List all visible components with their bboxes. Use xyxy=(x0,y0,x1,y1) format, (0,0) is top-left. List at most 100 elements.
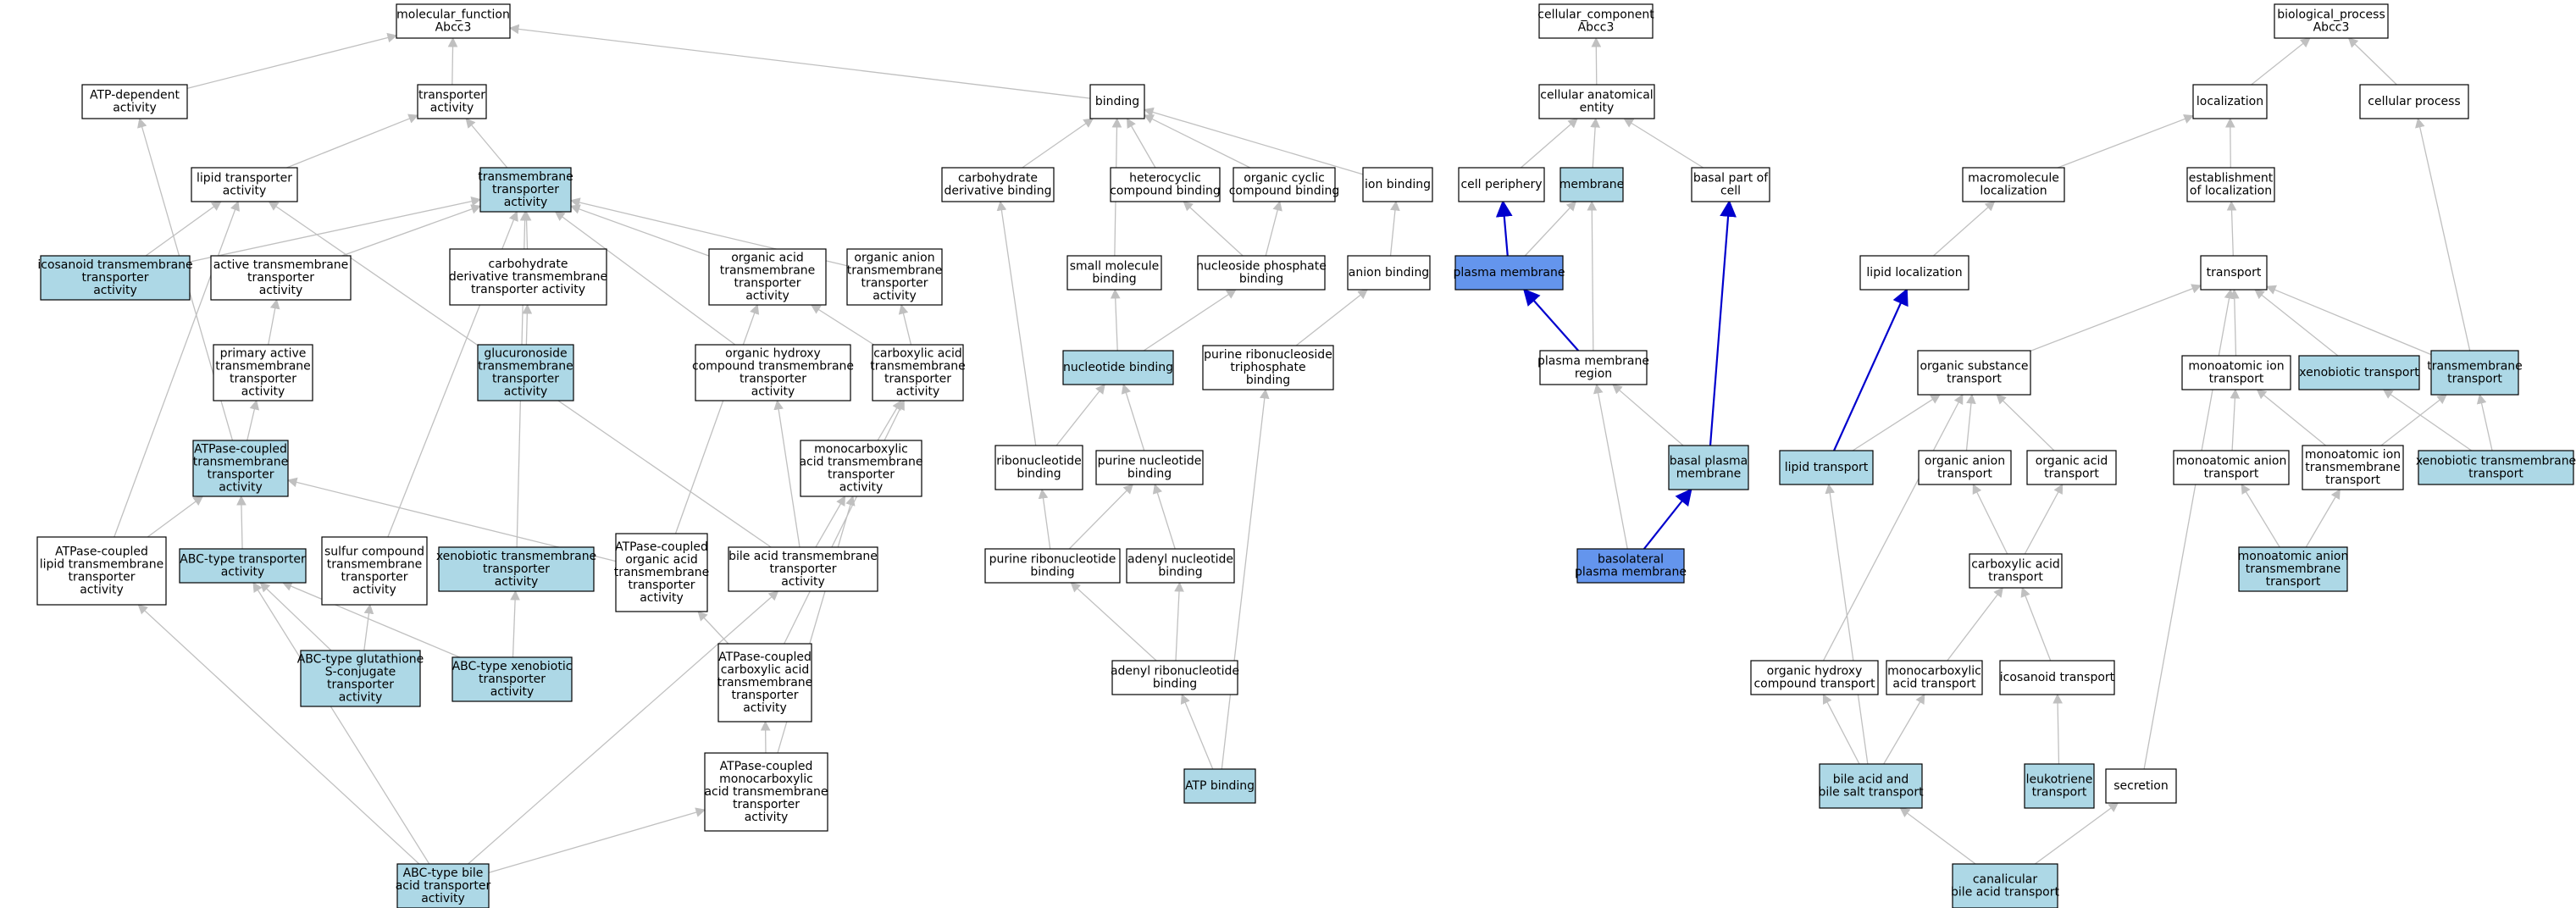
edge-adenylribo-to-purineribo xyxy=(1070,582,1157,662)
term-label: transporter xyxy=(207,468,274,482)
term-label: lipid transporter xyxy=(197,172,292,185)
term-node-ionbind[interactable]: ion binding xyxy=(1362,167,1433,202)
term-node-atpcoupled[interactable]: ATPase-coupledtransmembranetransporterac… xyxy=(192,440,289,497)
term-node-glucur[interactable]: glucuronosidetransmembranetransporteract… xyxy=(477,344,574,401)
edge-monoaniontm-to-monoanion xyxy=(2241,484,2280,548)
term-node-nucleotide[interactable]: nucleotide binding xyxy=(1062,350,1174,385)
term-node-membrane[interactable]: membrane xyxy=(1559,167,1625,202)
term-node-bileacidtm[interactable]: bile acid transmembranetransporteractivi… xyxy=(728,546,878,592)
term-label: activity xyxy=(751,385,795,399)
term-node-lipidtrans[interactable]: lipid transport xyxy=(1779,450,1874,485)
term-label: compound transport xyxy=(1753,678,1875,691)
term-node-lipidloc[interactable]: lipid localization xyxy=(1859,255,1969,291)
term-node-primary[interactable]: primary activetransmembranetransporterac… xyxy=(213,344,313,401)
term-node-transport[interactable]: transport xyxy=(2200,255,2268,291)
term-label: transporter xyxy=(341,571,407,584)
term-node-carbacid[interactable]: carboxylic acidtransmembranetransportera… xyxy=(870,344,966,401)
term-label: ATPase-coupled xyxy=(720,760,813,773)
edge-abcbile-to-atplipid xyxy=(137,604,420,865)
term-node-plasmamem[interactable]: plasma membrane xyxy=(1454,255,1565,291)
term-label: transporter xyxy=(740,373,806,386)
edge-nucphos-to-orgcyclic xyxy=(1265,200,1282,257)
edge-canalic-to-secretion xyxy=(2034,802,2119,865)
term-label: transport xyxy=(2209,373,2264,386)
term-node-atpbind[interactable]: ATP binding xyxy=(1183,768,1256,804)
term-node-binding[interactable]: binding xyxy=(1089,84,1145,119)
term-node-periphery[interactable]: cell periphery xyxy=(1458,167,1545,202)
term-box xyxy=(81,84,188,119)
term-node-secretion[interactable]: secretion xyxy=(2105,768,2177,804)
term-node-abcglut[interactable]: ABC-type glutathioneS-conjugatetransport… xyxy=(297,650,424,707)
term-node-sulfur[interactable]: sulfur compoundtransmembranetransportera… xyxy=(321,536,428,606)
term-label: organic acid xyxy=(625,553,698,567)
edge-plasmamem-to-periphery xyxy=(1495,200,1513,257)
term-node-xenotm[interactable]: xenobiotic transmembranetransporteractiv… xyxy=(436,546,596,592)
term-node-xenotr[interactable]: xenobiotic transport xyxy=(2298,355,2420,390)
term-label: monoatomic ion xyxy=(2305,448,2401,462)
term-node-organion[interactable]: organic aniontransmembranetransporteract… xyxy=(846,248,943,306)
term-box xyxy=(717,643,812,723)
edge-orgcyclic-to-binding xyxy=(1143,114,1251,169)
term-node-orgacid[interactable]: organic acidtransmembranetransporteracti… xyxy=(708,248,827,306)
term-node-cellproc[interactable]: cellular process xyxy=(2359,84,2469,119)
term-label: ABC-type transporter xyxy=(180,553,306,567)
term-node-icostr[interactable]: icosanoid transport xyxy=(1999,660,2115,695)
term-node-icos[interactable]: icosanoid transmembranetransporteractivi… xyxy=(37,255,193,301)
term-label: binding xyxy=(1095,95,1139,108)
term-label: transporter xyxy=(418,89,485,102)
term-node-anionbind[interactable]: anion binding xyxy=(1347,255,1431,291)
term-node-localiz[interactable]: localization xyxy=(2192,84,2268,119)
